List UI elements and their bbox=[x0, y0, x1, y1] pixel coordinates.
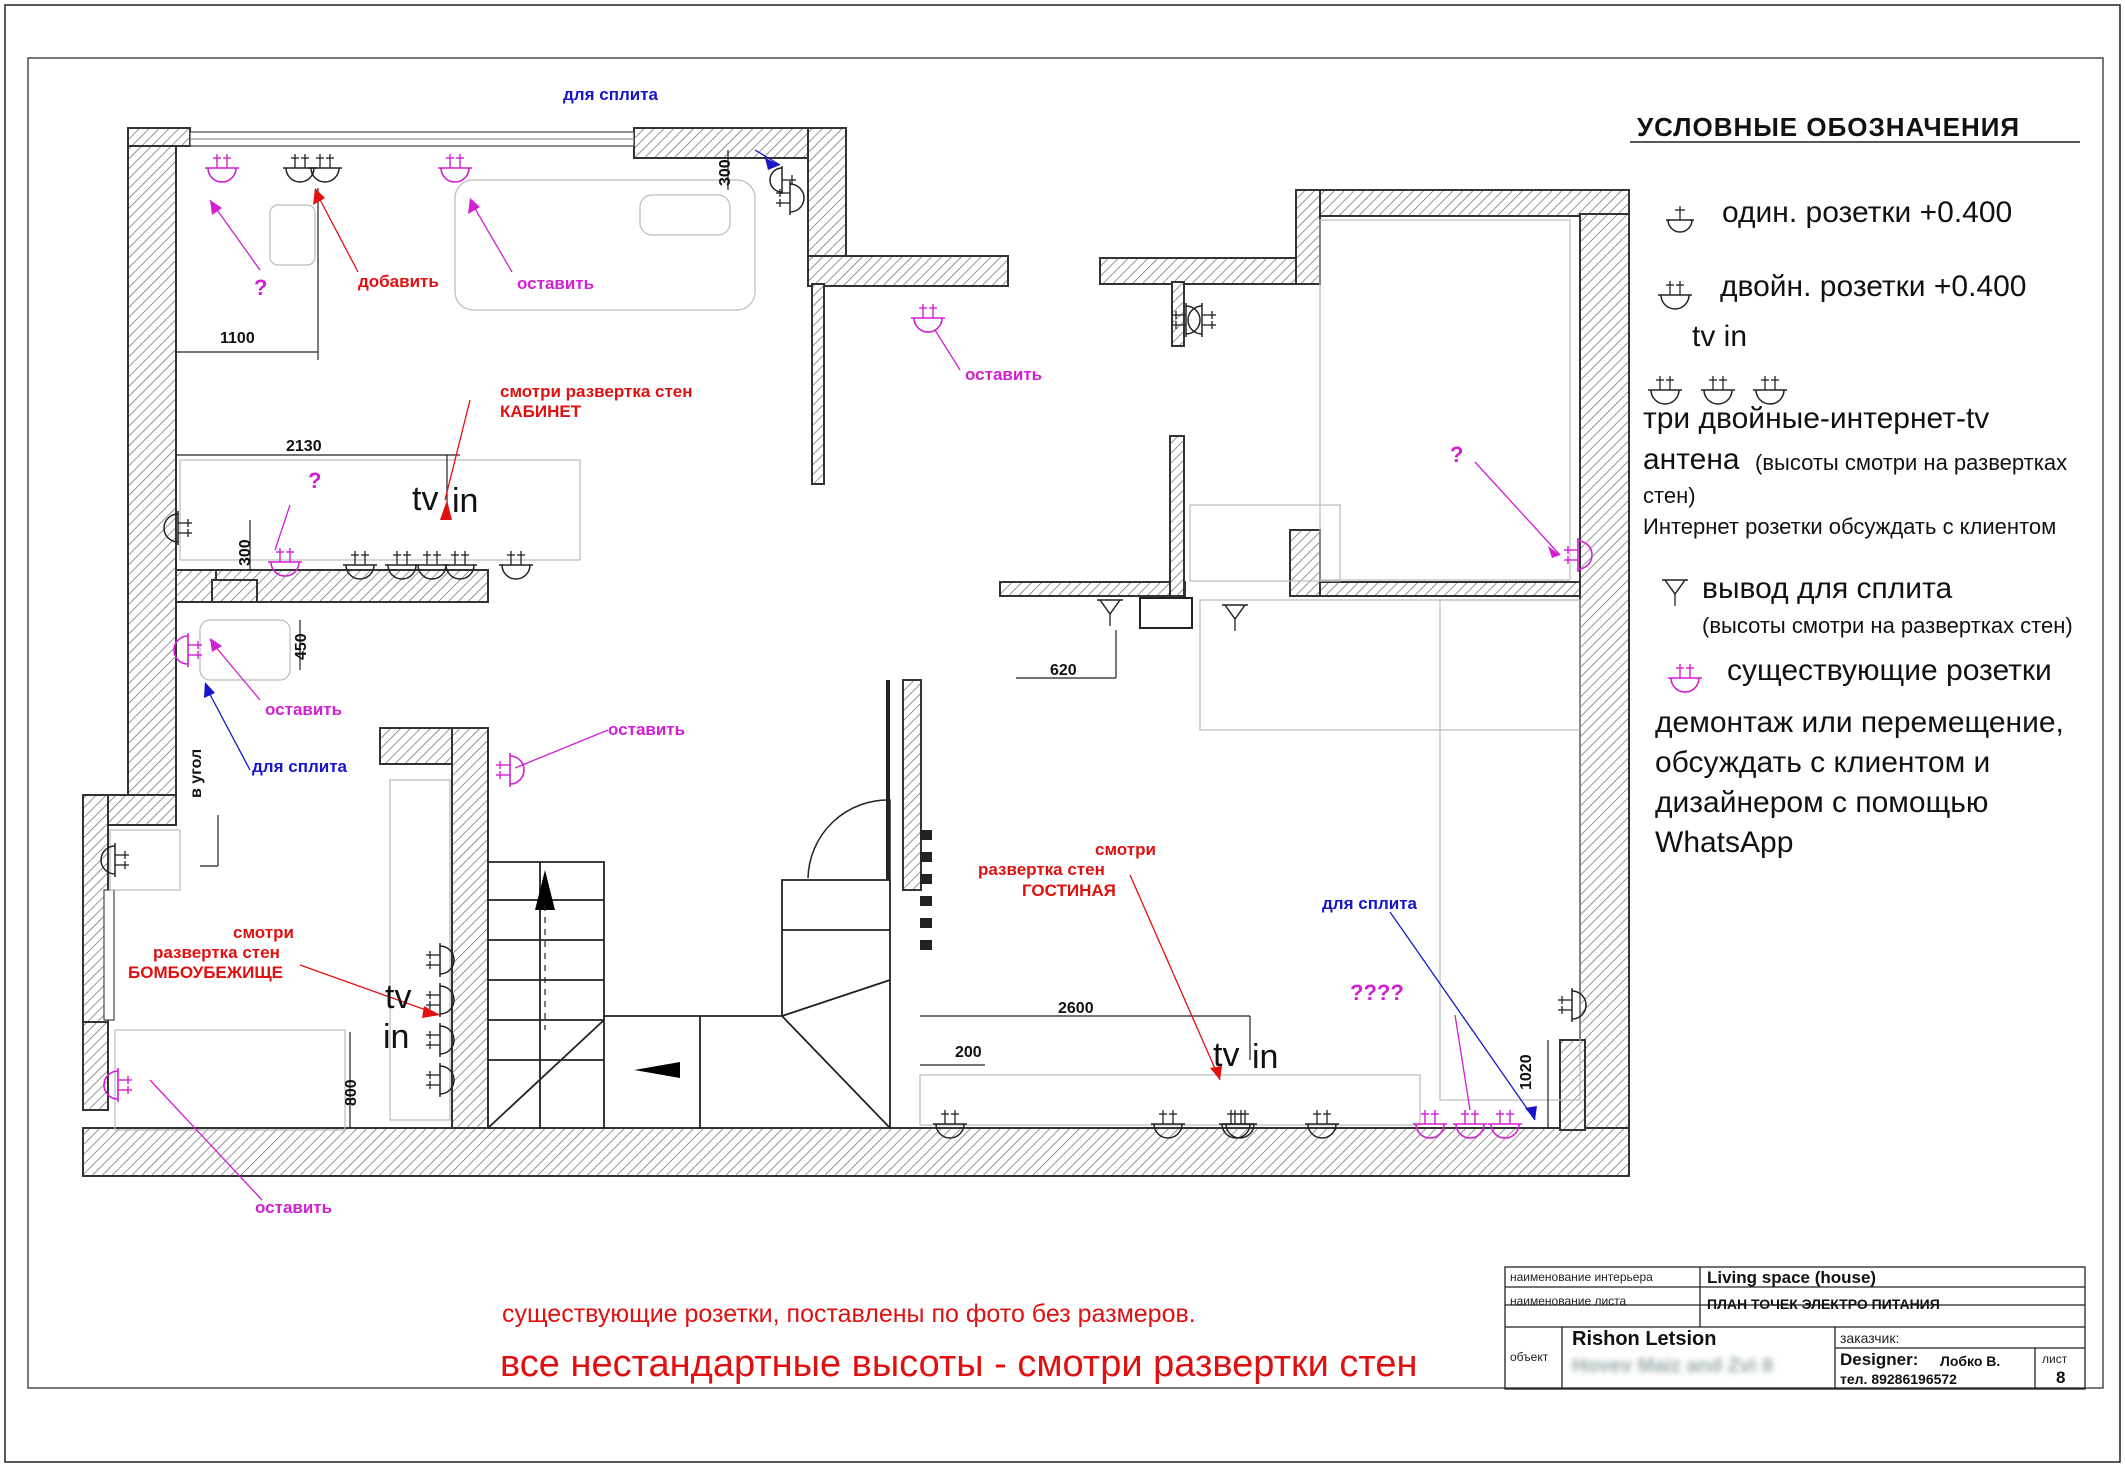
label-tv-living: tv bbox=[1213, 1036, 1240, 1074]
legend-triple-line2: антена bbox=[1643, 443, 1740, 476]
label-in-living: in bbox=[1252, 1038, 1279, 1076]
tb-address-blurred: Hovev Maiz and Zvi 8 bbox=[1572, 1355, 1774, 1377]
bottom-note-2: все нестандартные высоты - смотри развер… bbox=[500, 1343, 1418, 1385]
note-question-4: ???? bbox=[1350, 980, 1404, 1005]
legend-triple-line1: три двойные-интернет-tv bbox=[1643, 402, 1990, 435]
dim-200: 200 bbox=[955, 1044, 982, 1061]
legend-double-label: двойн. розетки +0.400 bbox=[1720, 270, 2027, 303]
note-keep-hall-2: оставить bbox=[608, 720, 686, 739]
note-living-1: смотри bbox=[1095, 840, 1156, 859]
note-question-3: ? bbox=[1450, 442, 1464, 467]
note-keep-bottom: оставить bbox=[255, 1198, 333, 1217]
legend-demount-2: обсуждать с клиентом и bbox=[1655, 746, 1991, 779]
tb-designer-label: Designer: bbox=[1840, 1350, 1919, 1369]
note-cabinet-1: смотри развертка стен bbox=[500, 382, 693, 401]
dim-800: 800 bbox=[343, 1079, 360, 1106]
legend-internet-note: Интернет розетки обсуждать с клиентом bbox=[1643, 514, 2057, 539]
note-question-1: ? bbox=[254, 275, 268, 300]
legend-single-label: один. розетки +0.400 bbox=[1722, 196, 2013, 229]
label-in-bomb: in bbox=[383, 1018, 410, 1056]
tb-object-label: объект bbox=[1510, 1350, 1549, 1364]
tb-customer-label: заказчик: bbox=[1840, 1330, 1900, 1346]
note-split-top: для сплита bbox=[563, 85, 658, 104]
legend-demount-4: WhatsApp bbox=[1655, 826, 1794, 859]
tb-object-value: Rishon Letsion bbox=[1572, 1328, 1717, 1350]
leader-lines bbox=[149, 149, 1561, 1201]
dim-300-top: 300 bbox=[717, 159, 734, 186]
bottom-note-1: существующие розетки, поставлены по фото… bbox=[502, 1300, 1196, 1328]
leader-arrows bbox=[204, 158, 1560, 1120]
dim-2600: 2600 bbox=[1058, 1000, 1094, 1017]
dim-2130: 2130 bbox=[286, 438, 322, 455]
note-keep-left: оставить bbox=[265, 700, 343, 719]
tb-designer-value: Лобко В. bbox=[1940, 1353, 2001, 1369]
dim-1020: 1020 bbox=[1518, 1054, 1535, 1090]
dim-620: 620 bbox=[1050, 662, 1077, 679]
legend-title: УСЛОВНЫЕ ОБОЗНАЧЕНИЯ bbox=[1637, 112, 2021, 142]
note-living-2: развертка стен bbox=[978, 860, 1105, 879]
tb-sheet-no-label: лист bbox=[2042, 1352, 2068, 1366]
title-block-frame bbox=[1504, 1266, 2086, 1390]
tb-sheet-label: наименование листа bbox=[1510, 1294, 1627, 1308]
label-tv-bomb: tv bbox=[385, 978, 412, 1016]
legend-tvin-label: tv in bbox=[1692, 320, 1748, 353]
note-living-3: ГОСТИНАЯ bbox=[1022, 881, 1116, 900]
dim-300-left: 300 bbox=[237, 539, 254, 566]
tb-interior-label: наименование интерьера bbox=[1510, 1270, 1653, 1284]
dim-1100: 1100 bbox=[220, 330, 255, 347]
note-cabinet-2: КАБИНЕТ bbox=[500, 402, 582, 421]
note-bomb-2: развертка стен bbox=[153, 943, 280, 962]
legend-demount-3: дизайнером с помощью bbox=[1655, 786, 1989, 819]
label-in-cabinet: in bbox=[452, 482, 479, 520]
dimension-lines bbox=[176, 150, 1549, 1128]
note-question-2: ? bbox=[308, 468, 322, 493]
note-keep-hall: оставить bbox=[965, 365, 1043, 384]
note-bomb-1: смотри bbox=[233, 923, 294, 942]
note-corner: в угол bbox=[188, 748, 205, 798]
tb-interior-value: Living space (house) bbox=[1707, 1268, 1877, 1287]
note-split-left: для сплита bbox=[252, 757, 347, 776]
legend-existing-label: существующие розетки bbox=[1727, 654, 2052, 687]
note-split-right: для сплита bbox=[1322, 894, 1417, 913]
note-bomb-3: БОМБОУБЕЖИЩЕ bbox=[128, 963, 284, 982]
note-add: добавить bbox=[358, 272, 439, 291]
legend-demount-1: демонтаж или перемещение, bbox=[1655, 706, 2064, 739]
legend-split-note: (высоты смотри на развертках стен) bbox=[1702, 613, 2073, 638]
tb-sheet-no: 8 bbox=[2056, 1368, 2066, 1387]
walls bbox=[82, 127, 1630, 1177]
note-keep-top: оставить bbox=[517, 274, 595, 293]
legend-triple-note2: стен) bbox=[1643, 483, 1696, 508]
tb-phone: тел. 89286196572 bbox=[1840, 1371, 1957, 1387]
legend-triple-note: (высоты смотри на развертках bbox=[1755, 450, 2068, 475]
legend-split-label: вывод для сплита bbox=[1702, 572, 1953, 605]
tb-sheet-value: ПЛАН ТОЧЕК ЭЛЕКТРО ПИТАНИЯ bbox=[1707, 1296, 1940, 1312]
dim-450: 450 bbox=[293, 633, 310, 660]
label-tv-cabinet: tv bbox=[412, 480, 439, 518]
